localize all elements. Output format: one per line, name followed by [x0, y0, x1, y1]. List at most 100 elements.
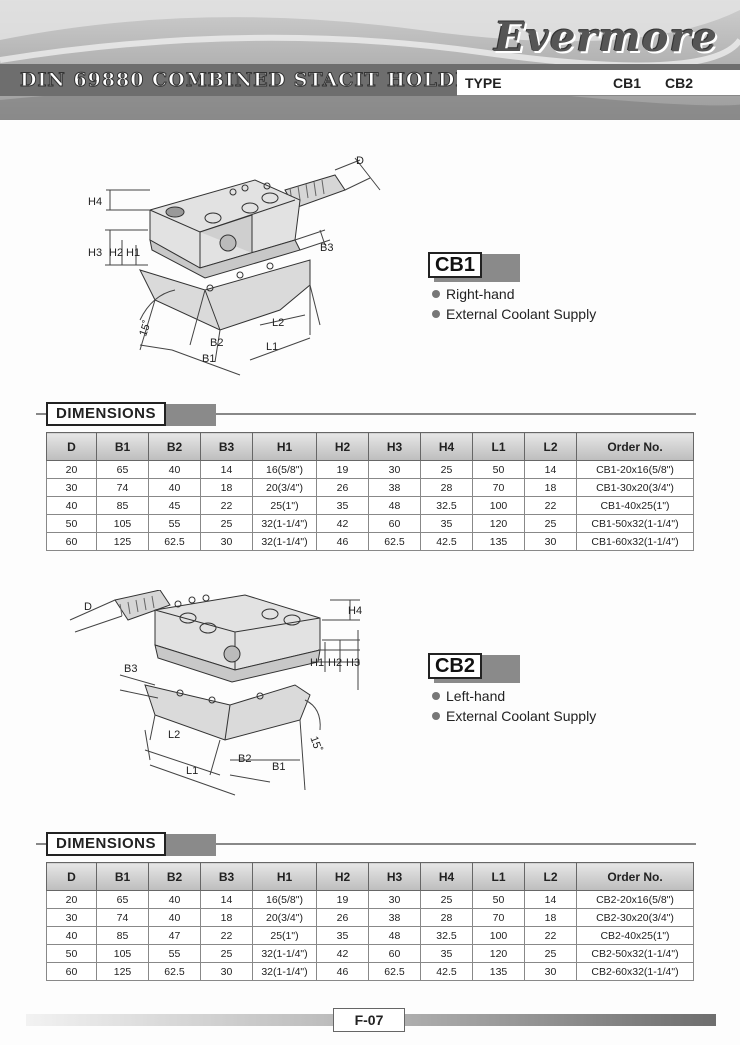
cb1-dimensions-label: DIMENSIONS: [46, 402, 167, 426]
cb1-label-b1: B1: [202, 353, 215, 365]
table-cell: 14: [524, 890, 577, 909]
table-cell: 48: [368, 926, 421, 945]
table-cell: 55: [148, 514, 201, 533]
table-cell: 62.5: [368, 532, 421, 551]
table-cell: 25: [420, 890, 473, 909]
cb1-label-h4: H4: [88, 196, 102, 208]
cb2-label-b1: B1: [272, 761, 285, 773]
table-cell: 28: [420, 908, 473, 927]
table-cell: 25(1"): [252, 496, 317, 515]
table-cell: 19: [316, 460, 369, 479]
col-header-l2: L2: [524, 862, 577, 891]
table-cell: 70: [472, 908, 525, 927]
table-cell: 60: [368, 944, 421, 963]
cb2-feature-item: Left-hand: [432, 686, 596, 706]
table-cell: 22: [524, 926, 577, 945]
table-cell: 85: [96, 496, 149, 515]
table-cell: 70: [472, 478, 525, 497]
col-header-b2: B2: [148, 432, 201, 461]
table-cell: 120: [472, 514, 525, 533]
table-cell: 120: [472, 944, 525, 963]
cb2-label-h3: H3: [346, 657, 360, 669]
table-cell: 30: [200, 962, 253, 981]
table-cell: 62.5: [148, 962, 201, 981]
table-cell: 32.5: [420, 496, 473, 515]
table-cell: 26: [316, 908, 369, 927]
table-cell: 60: [46, 532, 97, 551]
cb1-label-h1: H1: [126, 247, 140, 259]
table-cell: 46: [316, 532, 369, 551]
table-cell: 40: [148, 890, 201, 909]
cb1-feature-list: Right-hand External Coolant Supply: [432, 284, 596, 324]
table-cell: CB2-20x16(5/8"): [576, 890, 694, 909]
table-cell: CB2-60x32(1-1/4"): [576, 962, 694, 981]
table-cell: 42: [316, 944, 369, 963]
table-cell: 42: [316, 514, 369, 533]
cb2-feature-text: External Coolant Supply: [446, 708, 597, 724]
cb2-feature-text: Left-hand: [446, 688, 506, 704]
cb1-dimensions-heading: DIMENSIONS: [36, 402, 696, 426]
table-cell: 20: [46, 890, 97, 909]
table-cell: 50: [472, 890, 525, 909]
table-cell: 14: [200, 890, 253, 909]
table-cell: 18: [524, 478, 577, 497]
table-cell: 22: [200, 496, 253, 515]
cb1-label-angle: 15˚: [137, 319, 154, 338]
cb2-label-angle: 15˚: [307, 735, 324, 754]
table-cell: 30: [524, 532, 577, 551]
cb2-label-h4: H4: [348, 605, 362, 617]
type-cb2: CB2: [665, 75, 694, 91]
cb2-model-badge: CB2: [428, 653, 520, 683]
table-cell: 135: [472, 962, 525, 981]
cb2-technical-drawing: D H4 H1 H2 H3 B3 L2 15˚ B2 B1 L1: [69, 590, 362, 796]
table-cell: 32(1-1/4"): [252, 944, 317, 963]
cb2-dimensions-rule: [36, 843, 696, 845]
page-header: Evermore DIN 69880 COMBINED STACIT HOLDE…: [0, 0, 740, 120]
cb1-dimensions-rule: [36, 413, 696, 415]
table-header-row: D B1 B2 B3 H1 H2 H3 H4 L1 L2 Order No.: [46, 862, 694, 891]
cb2-dimensions-heading: DIMENSIONS: [36, 832, 696, 856]
table-cell: 50: [472, 460, 525, 479]
table-cell: 32.5: [420, 926, 473, 945]
cb1-dimensions-table: D B1 B2 B3 H1 H2 H3 H4 L1 L2 Order No. 2…: [46, 432, 694, 551]
cb2-label-b3: B3: [124, 663, 137, 675]
cb1-feature-text: External Coolant Supply: [446, 306, 597, 322]
table-cell: 125: [96, 532, 149, 551]
table-cell: 20: [46, 460, 97, 479]
table-cell: 18: [524, 908, 577, 927]
table-cell: 46: [316, 962, 369, 981]
table-cell: 25: [524, 944, 577, 963]
col-header-order-no: Order No.: [576, 432, 694, 461]
table-cell: 25: [420, 460, 473, 479]
col-header-l1: L1: [472, 862, 525, 891]
table-cell: CB1-60x32(1-1/4"): [576, 532, 694, 551]
cb2-label-d: D: [84, 601, 92, 613]
table-cell: 65: [96, 460, 149, 479]
table-cell: 32(1-1/4"): [252, 962, 317, 981]
table-cell: 100: [472, 926, 525, 945]
table-cell: 40: [148, 460, 201, 479]
table-cell: 32(1-1/4"): [252, 532, 317, 551]
table-cell: 85: [96, 926, 149, 945]
col-header-h2: H2: [316, 432, 369, 461]
table-cell: 50: [46, 944, 97, 963]
table-cell: 135: [472, 532, 525, 551]
table-cell: 30: [368, 890, 421, 909]
cb1-label-l2: L2: [272, 317, 284, 329]
table-cell: 48: [368, 496, 421, 515]
table-cell: 105: [96, 514, 149, 533]
bullet-dot-icon: [432, 290, 440, 298]
table-cell: CB1-50x32(1-1/4"): [576, 514, 694, 533]
table-cell: 19: [316, 890, 369, 909]
table-cell: 40: [148, 908, 201, 927]
table-cell: 32(1-1/4"): [252, 514, 317, 533]
table-cell: 47: [148, 926, 201, 945]
cb1-label-h2: H2: [109, 247, 123, 259]
col-header-b3: B3: [200, 862, 253, 891]
cb2-feature-list: Left-hand External Coolant Supply: [432, 686, 596, 726]
table-cell: 30: [46, 478, 97, 497]
cb2-dimensions-table: D B1 B2 B3 H1 H2 H3 H4 L1 L2 Order No. 2…: [46, 862, 694, 981]
